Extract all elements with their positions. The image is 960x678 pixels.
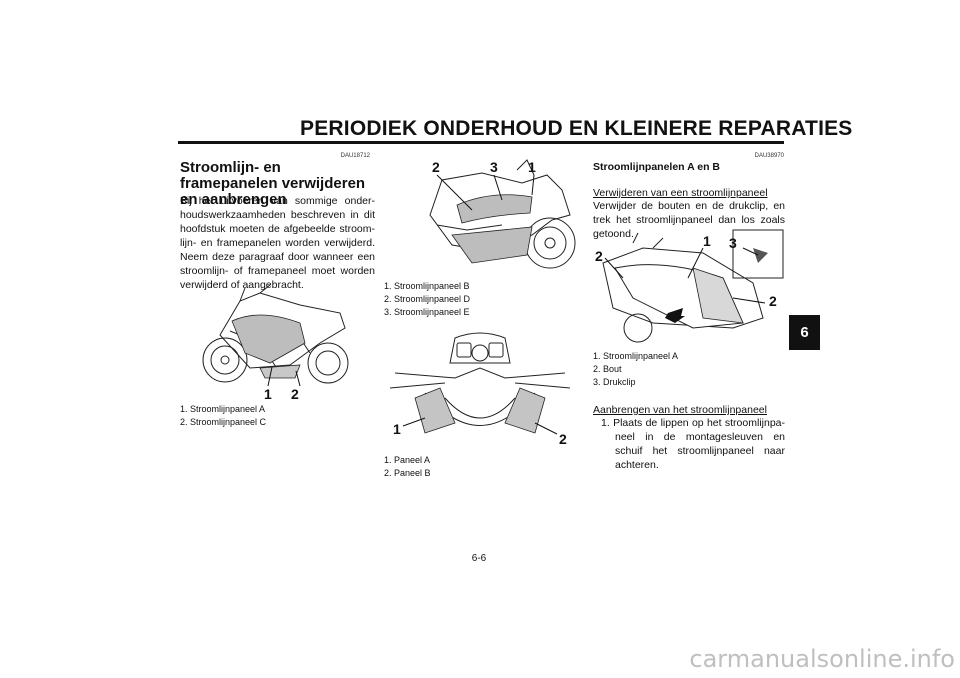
callout-1: 1 <box>393 421 401 437</box>
chapter-tab[interactable]: 6 <box>789 315 820 350</box>
intro-paragraph: Bij het uitvoeren van sommige onder-houd… <box>180 195 375 291</box>
callout-1: 1 <box>264 386 272 401</box>
caption-item: 1. Stroomlijnpaneel A <box>180 404 266 414</box>
subheading-install: Aanbrengen van het stroomlijnpaneel <box>593 404 767 416</box>
step-item: 1. Plaats de lippen op het stroomlijnpa-… <box>601 417 785 471</box>
caption-item: 2. Stroomlijnpaneel D <box>384 294 471 304</box>
figure-captions: 1. Stroomlijnpaneel B 2. Stroomlijnpanee… <box>384 280 574 319</box>
figure-captions: 1. Stroomlijnpaneel A 2. Stroomlijnpanee… <box>180 403 375 429</box>
caption-item: 3. Drukclip <box>593 377 636 387</box>
page-title: PERIODIEK ONDERHOUD EN KLEINERE REPARATI… <box>300 117 853 140</box>
caption-item: 2. Stroomlijnpaneel C <box>180 417 267 427</box>
subheading-remove: Verwijderen van een stroomlijnpaneel <box>593 187 768 199</box>
caption-item: 1. Stroomlijnpaneel B <box>384 281 470 291</box>
callout-2: 2 <box>769 293 777 309</box>
caption-item: 3. Stroomlijnpaneel E <box>384 307 470 317</box>
callout-3: 3 <box>729 235 737 251</box>
caption-item: 1. Stroomlijnpaneel A <box>593 351 679 361</box>
callout-1: 1 <box>703 233 711 249</box>
remove-paragraph: Verwijder de bouten en de drukclip, en t… <box>593 200 785 240</box>
section-code: DAU38970 <box>754 153 784 159</box>
cockpit-figure: 1 2 <box>389 332 571 447</box>
callout-2: 2 <box>595 248 603 264</box>
caption-item: 2. Paneel B <box>384 468 431 478</box>
install-steps: 1. Plaats de lippen op het stroomlijnpa-… <box>593 416 785 472</box>
motorcycle-side-figure: 1 2 <box>202 284 349 401</box>
callout-2: 2 <box>432 159 440 175</box>
callout-1: 1 <box>528 159 536 175</box>
watermark: carmanualsonline.info <box>689 645 955 673</box>
motorcycle-fairing-figure: 2 3 1 <box>429 159 576 269</box>
figure-captions: 1. Paneel A 2. Paneel B <box>384 454 574 480</box>
callout-2: 2 <box>291 386 299 401</box>
page-number: 6-6 <box>471 553 487 564</box>
header-rule <box>178 141 784 144</box>
callout-2: 2 <box>559 431 567 447</box>
figure-captions: 1. Stroomlijnpaneel A 2. Bout 3. Drukcli… <box>593 350 785 389</box>
caption-item: 1. Paneel A <box>384 455 431 465</box>
fairing-removal-figure: 2 1 3 2 <box>595 229 784 343</box>
caption-item: 2. Bout <box>593 364 622 374</box>
section-heading: Stroomlijn- en framepanelen verwijderen … <box>180 159 366 208</box>
section-code: DAU18712 <box>340 153 370 159</box>
section-heading: Stroomlijnpanelen A en B <box>593 161 720 173</box>
callout-3: 3 <box>490 159 498 175</box>
